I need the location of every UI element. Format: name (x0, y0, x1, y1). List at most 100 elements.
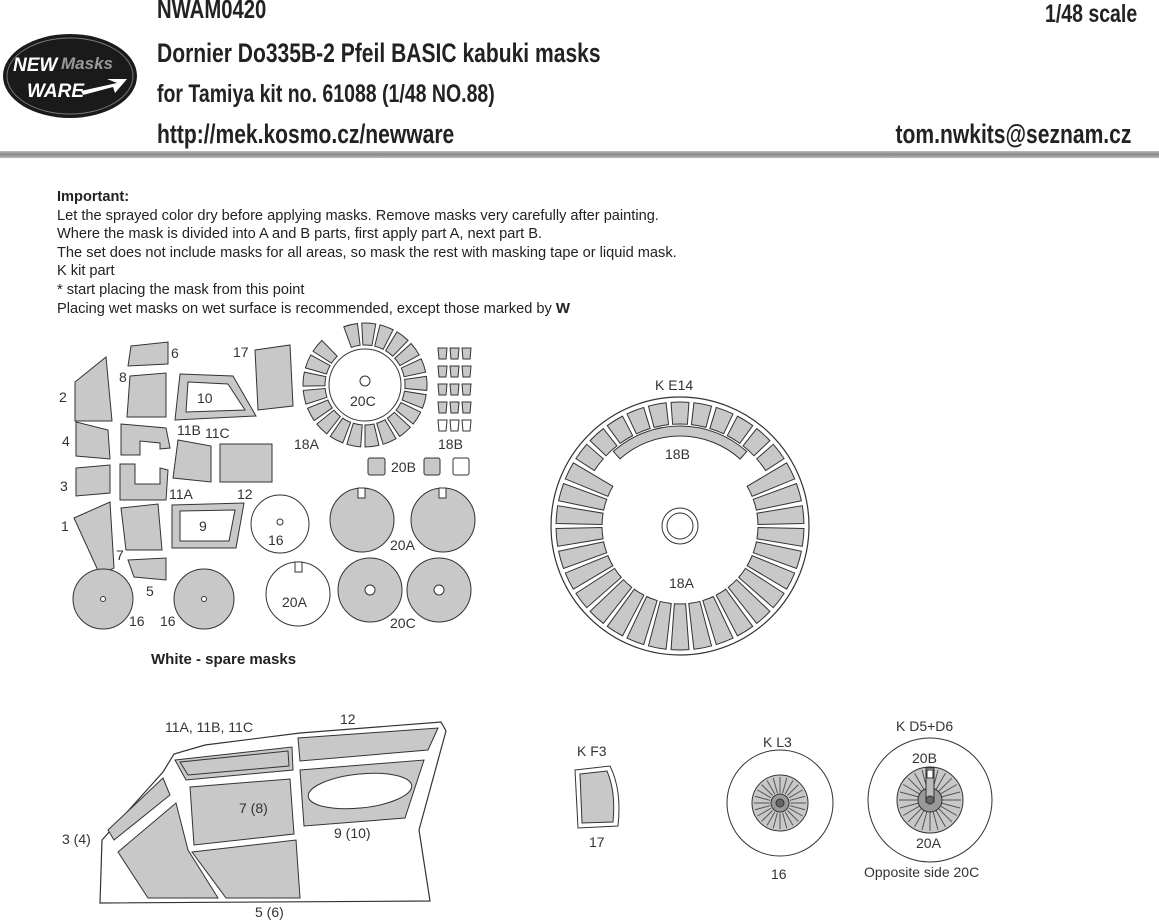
label-18a: 18A (294, 436, 320, 452)
mask-12 (219, 443, 273, 483)
hub-spoke (782, 812, 788, 829)
mask-7 (120, 503, 163, 551)
label-8: 8 (119, 369, 127, 385)
wheel-segment-18a (557, 482, 608, 511)
newware-logo: NEW Masks WARE (3, 34, 137, 118)
label-4: 4 (62, 433, 70, 449)
mask-18-segment (302, 387, 328, 405)
canopy-mask-5b (191, 839, 301, 899)
hub-spoke (902, 784, 920, 795)
mask-5 (127, 557, 167, 581)
wheel-segment-18b-strip (612, 425, 748, 460)
mask-18b-piece (449, 383, 460, 396)
wheel-segment-18b (756, 443, 785, 472)
label-11a: 11A (169, 486, 194, 502)
mask-8 (126, 372, 167, 418)
label-6: 6 (171, 345, 179, 361)
l3-diagram: K L3 16 (726, 734, 834, 882)
label-18b: 18B (438, 436, 463, 452)
wheel-segment-18a (555, 505, 604, 525)
hub-spoke (789, 795, 806, 801)
mask-18b-piece (449, 401, 460, 414)
wheel-segment-18b (647, 402, 670, 428)
mask-18b-piece (437, 347, 448, 360)
product-code: NWAM0420 (157, 0, 267, 24)
mask-11b (120, 423, 171, 456)
hub-spoke (782, 777, 788, 794)
instruction-line: The set does not include masks for all a… (57, 244, 677, 261)
email-link[interactable]: tom.nwkits@seznam.cz (895, 119, 1131, 149)
wheel-segment-18a (752, 482, 803, 511)
wheel-segment-18b (742, 427, 771, 457)
mask-18-segment (394, 342, 420, 367)
instruction-line: Let the sprayed color dry before applyin… (57, 207, 659, 224)
mask-18-segment (343, 322, 361, 349)
mask-18b-piece (437, 401, 448, 414)
wheel-segment-18b (670, 401, 690, 425)
mask-18b-piece (461, 401, 472, 414)
wheel-segment-18a (626, 595, 658, 646)
mask-6 (127, 341, 169, 367)
spare-masks-note: White - spare masks (151, 651, 297, 668)
canopy-label-3: 3 (4) (62, 831, 91, 847)
wheel-segment-18b (690, 402, 713, 428)
instructions-heading: Important: (57, 189, 130, 205)
hub-spoke (902, 805, 920, 816)
wheel-segment-18a (606, 588, 645, 637)
canopy-mask-7 (189, 778, 295, 846)
wheel-segment-18a (727, 578, 771, 625)
label-20c: 20C (390, 615, 416, 631)
label-20a: 20A (390, 537, 416, 553)
hub-spoke (784, 780, 794, 795)
hub-spoke (757, 807, 772, 817)
label-16b: 16 (160, 613, 176, 629)
mask-18-segment (384, 331, 409, 357)
label-20a-spare: 20A (282, 594, 308, 610)
hub-spoke (766, 780, 776, 795)
canopy-label-9: 9 (10) (334, 825, 371, 841)
instruction-line: Where the mask is divided into A and B p… (57, 226, 543, 243)
label-12: 12 (237, 486, 253, 502)
wheel-segment-18b (575, 443, 604, 472)
wheel-diagram-e14: K E14 18B 18A (550, 377, 810, 656)
label-1: 1 (61, 518, 69, 534)
mask-11a (119, 463, 169, 501)
wheel-segment-18b (709, 406, 734, 435)
label-20c-top: 20C (350, 393, 376, 409)
mask-4 (75, 421, 111, 460)
mask-2 (74, 356, 113, 422)
hub-spoke (914, 772, 925, 790)
wheel-segment-18a (575, 567, 623, 609)
wheel-segment-18b (589, 427, 618, 457)
wheel-segment-18b (626, 406, 651, 435)
wheel-kit-part-label: K E14 (655, 377, 693, 393)
hub-spoke (907, 808, 922, 823)
label-5: 5 (146, 583, 154, 599)
label-16a: 16 (129, 613, 145, 629)
mask-18b-piece (461, 419, 472, 432)
mask-18b-piece (437, 419, 448, 432)
wheel-segment-18a (564, 462, 614, 498)
wheel-segment-18a (702, 595, 734, 646)
mask-18-segment (401, 390, 427, 409)
hub-spoke (766, 811, 776, 826)
hub-spoke (772, 812, 778, 829)
hub-spoke (761, 810, 773, 822)
label-20b: 20B (391, 459, 416, 475)
website-link[interactable]: http://mek.kosmo.cz/newware (157, 119, 455, 149)
mask-18-segment (395, 401, 422, 425)
hub-spoke (788, 807, 803, 817)
mask-18b-piece (449, 365, 460, 378)
label-7: 7 (116, 547, 124, 563)
canopy-mask-12 (297, 727, 439, 762)
label-16-spare: 16 (268, 532, 284, 548)
wheel-segment-18a (670, 603, 690, 651)
wet-mask-note: Placing wet masks on wet surface is reco… (57, 300, 552, 317)
hub-spoke (788, 789, 803, 799)
label-10: 10 (197, 390, 213, 406)
hub-spoke (907, 777, 922, 792)
hub-spoke (941, 791, 961, 798)
mask-1 (73, 501, 115, 576)
mask-sheet: 6 8 2 4 3 1 10 17 11B 11C 11A 12 (59, 322, 476, 631)
hub-spoke (761, 784, 773, 796)
